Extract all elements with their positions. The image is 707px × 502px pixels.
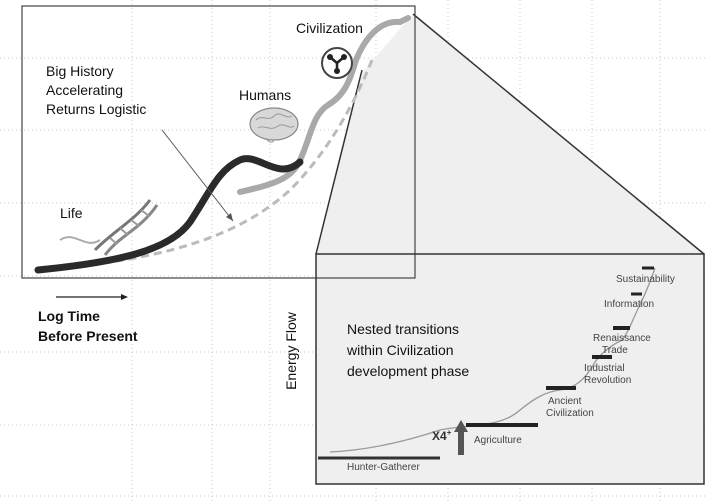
multiplier-sup: +: [446, 428, 452, 437]
label-humans: Humans: [239, 87, 292, 103]
stage-renaissance: Renaissance: [593, 333, 651, 344]
log-time-arrowhead: [121, 294, 128, 300]
label-life: Life: [60, 205, 83, 221]
stage-industrial-line-2: Revolution: [584, 375, 632, 386]
title-line-1: Big History: [46, 63, 114, 79]
stage-agriculture: Agriculture: [474, 435, 522, 446]
stage-sustainability: Sustainability: [616, 274, 675, 285]
multiplier-label: X4+: [432, 428, 451, 443]
life-curve: [34, 155, 304, 274]
zoom-line-right: [412, 13, 705, 255]
stage-information: Information: [604, 299, 655, 310]
stage-hunter-gatherer: Hunter-Gatherer: [347, 462, 420, 473]
inset-panel-frame: [315, 253, 705, 485]
title-line-3: Returns Logistic: [46, 101, 147, 117]
inset-caption-line-2: within Civilization: [347, 342, 454, 358]
pointer-arrow: [161, 129, 234, 222]
inset-caption-line-1: Nested transitions: [347, 321, 460, 337]
y-axis-label: Energy Flow: [283, 312, 299, 390]
stage-trade: Trade: [602, 345, 628, 356]
stage-ancient-line-2: Civilization: [546, 408, 594, 419]
label-civilization: Civilization: [296, 20, 363, 36]
network-icon: [321, 47, 353, 79]
zoom-wedge: [316, 14, 704, 484]
brain-icon: [249, 107, 299, 143]
pointer-arrowhead: [226, 213, 233, 221]
multiplier-value: X4: [432, 429, 447, 443]
inset-caption-line-3: development phase: [347, 363, 470, 379]
title-line-2: Accelerating: [46, 82, 124, 98]
stage-industrial-line-1: Industrial: [584, 363, 625, 374]
stage-ancient-line-1: Ancient: [548, 396, 582, 407]
dna-icon: [59, 199, 159, 256]
civilization-curve: [237, 15, 411, 195]
x-axis-label-line-2: Before Present: [38, 328, 138, 344]
main-panel-frame: [21, 5, 416, 279]
x-axis-label-line-1: Log Time: [38, 308, 100, 324]
x4-arrowhead: [454, 420, 468, 432]
